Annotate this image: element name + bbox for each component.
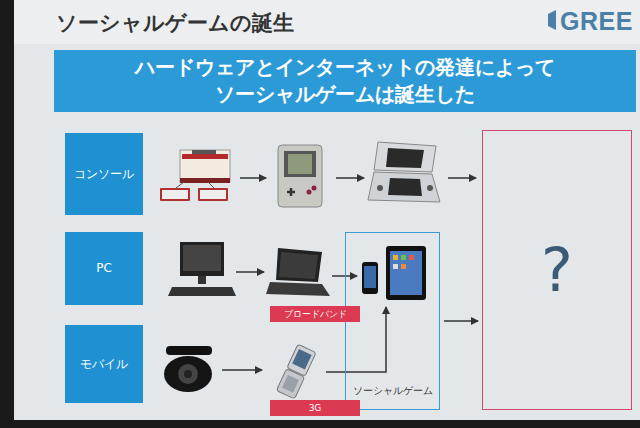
category-box: モバイル: [65, 325, 143, 403]
iphone-drawing: [362, 262, 378, 294]
flow-arrow: [236, 271, 264, 273]
famicom-drawing: [160, 150, 230, 201]
ipad-drawing: [386, 246, 426, 300]
node-text: ?: [541, 230, 573, 311]
category-box: コンソール: [65, 133, 143, 215]
slide-ground: [14, 0, 640, 420]
flow-arrow: [448, 177, 476, 179]
header-ground: [14, 0, 640, 44]
node-text: コンソール: [74, 166, 134, 182]
flow-arrow: [240, 177, 266, 179]
node-text: ブロードバンド: [284, 308, 347, 320]
gameboy-drawing: [278, 145, 322, 207]
logo-text: GREE: [560, 7, 633, 36]
rotary-phone-drawing: [164, 346, 212, 392]
flow-arrow: [222, 369, 262, 371]
laptop-drawing: [266, 248, 330, 296]
category-box: PC: [65, 232, 143, 305]
future-box: ?: [482, 130, 632, 410]
flow-connector: [444, 320, 478, 322]
flip-phone-drawing: [276, 344, 316, 399]
node-text: モバイル: [80, 356, 128, 372]
flow-arrow: [336, 177, 364, 179]
ds-drawing: [368, 142, 440, 202]
logo-mark: [548, 10, 556, 30]
node-text: 3G: [309, 402, 322, 414]
desktop-drawing: [168, 242, 236, 296]
node-text: ハードウェアとインターネットの発達によって ソーシャルゲームは誕生した: [62, 54, 628, 108]
headline-band: ハードウェアとインターネットの発達によって ソーシャルゲームは誕生した: [54, 50, 636, 112]
node-text: ソーシャルゲーム: [353, 384, 433, 398]
tech-tag: 3G: [270, 400, 360, 416]
slide-title: ソーシャルゲームの誕生: [56, 9, 294, 37]
node-text: PC: [96, 260, 112, 276]
tech-tag: ブロードバンド: [270, 306, 360, 322]
